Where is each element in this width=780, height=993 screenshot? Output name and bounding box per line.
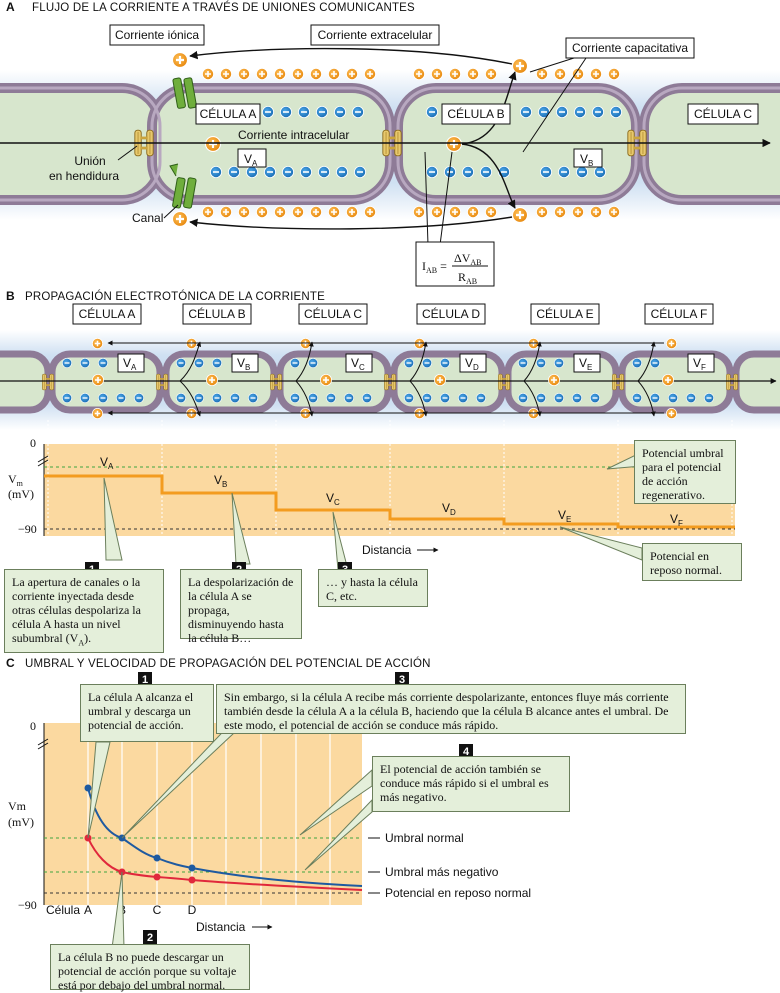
gap-junction-label-2: en hendidura [49, 169, 119, 183]
panel-b-potential-curve [44, 474, 735, 529]
svg-text:1: 1 [142, 674, 148, 686]
capacitive-ion [512, 58, 528, 74]
axis-break-icon [37, 738, 49, 750]
panel-c-title: UMBRAL Y VELOCIDAD DE PROPAGACIÓN DEL PO… [25, 657, 431, 670]
svg-text:CÉLULA A: CÉLULA A [200, 106, 257, 121]
svg-text:ΔVAB: ΔVAB [454, 251, 482, 267]
panel-b-membranes [0, 350, 780, 414]
ion-channel-bottom-icon [169, 163, 197, 209]
intracellular-ion [205, 136, 221, 152]
panel-a-title: FLUJO DE LA CORRIENTE A TRAVÉS DE UNIONE… [32, 1, 415, 14]
panel-c-y90: −90 [18, 898, 37, 912]
intracellular-current-label: Corriente intracelular [238, 128, 349, 142]
panel-b-v-labels: VA VB VC VD VE VF [117, 353, 715, 373]
capacitive-ion [512, 207, 528, 223]
panel-b-distance-label: Distancia [362, 543, 412, 557]
step-badge-c4: 4 [459, 744, 473, 758]
svg-text:IAB =: IAB = [422, 259, 447, 275]
panel-b-ylabel: Vm [8, 472, 24, 488]
panel-b: B PROPAGACIÓN ELECTROTÓNICA DE LA CORRIE… [0, 289, 780, 576]
note-c1: La célula A alcanza el umbral y descarga… [80, 684, 214, 742]
ionic-current-ion [172, 211, 188, 227]
red-curve [87, 837, 363, 891]
svg-text:VB: VB [580, 152, 593, 168]
threshold-note: Potencial umbral para el potencial de ac… [634, 440, 736, 504]
resting-note: Potencial en reposo normal. [642, 543, 742, 581]
current-arrows [0, 47, 771, 230]
resting-label: Potencial en reposo normal [385, 886, 531, 900]
iab-formula: IAB = ΔVAB RAB [415, 151, 495, 287]
panel-c-y0: 0 [30, 719, 36, 733]
more-negative-label: Umbral más negativo [385, 865, 499, 879]
panel-c-letter: C [6, 656, 15, 670]
svg-text:Corriente iónica: Corriente iónica [115, 28, 199, 42]
svg-text:CÉLULA B: CÉLULA B [447, 106, 504, 121]
gap-junction-pointer [117, 145, 138, 161]
svg-text:Corriente extracelular: Corriente extracelular [318, 28, 433, 42]
note-b1: La apertura de canales o la corriente in… [4, 569, 164, 653]
channel-pointer [163, 204, 179, 219]
svg-text:VA: VA [244, 152, 258, 168]
cell-a-label: CÉLULA A [79, 306, 136, 321]
blue-curve [87, 787, 363, 887]
svg-text:RAB: RAB [458, 270, 477, 286]
panel-b-letter: B [6, 289, 15, 303]
x-tick-d: D [188, 903, 197, 917]
panel-b-title: PROPAGACIÓN ELECTROTÓNICA DE LA CORRIENT… [25, 290, 325, 303]
gap-junction-label-1: Unión [74, 154, 105, 168]
note-c2: La célula B no puede descargar un potenc… [50, 944, 250, 992]
panel-c-distance-label: Distancia [196, 920, 246, 934]
step-badge-c3: 3 [395, 672, 409, 686]
ionic-current-ion [172, 52, 188, 68]
intracellular-ion [446, 136, 462, 152]
panel-c-yunit: (mV) [8, 815, 34, 829]
note-b2: La despolarización de la célula A se pro… [180, 569, 302, 645]
cell-e-label: CÉLULA E [536, 306, 593, 321]
cell-c-label: CÉLULA C [687, 103, 759, 125]
axis-break-icon [37, 455, 49, 467]
cell-a-label: CÉLULA A [195, 103, 261, 125]
note-b3: … y hasta la célula C, etc. [318, 569, 428, 607]
ionic-current-label: Corriente iónica [109, 24, 205, 46]
note-c4: El potencial de acción también se conduc… [372, 756, 570, 812]
svg-text:4: 4 [463, 746, 470, 758]
panel-a-letter: A [6, 0, 15, 14]
svg-text:3: 3 [399, 674, 405, 686]
svg-text:2: 2 [147, 932, 153, 944]
panel-b-callout-pointers [103, 451, 643, 571]
panel-c-ylabel: Vm [8, 799, 27, 813]
panel-c: C UMBRAL Y VELOCIDAD DE PROPAGACIÓN DEL … [6, 656, 531, 949]
panel-b-cell-labels: CÉLULA A CÉLULA B CÉLULA C CÉLULA D CÉLU… [72, 303, 714, 325]
panel-c-x-first: Célula [46, 903, 80, 917]
cell-c-label: CÉLULA C [304, 306, 362, 321]
panel-b-yunit: (mV) [8, 487, 34, 501]
panel-b-y0: 0 [30, 436, 36, 450]
capacitive-current-label: Corriente capacitativa [522, 37, 695, 153]
va-label: VA [237, 148, 267, 168]
cell-b-label: CÉLULA B [441, 103, 511, 125]
step-badge-c2: 2 [143, 930, 157, 944]
normal-threshold-label: Umbral normal [385, 831, 464, 845]
step-badge-c1: 1 [138, 672, 152, 686]
extracellular-current-label: Corriente extracelular [310, 24, 440, 46]
vb-label: VB [573, 148, 603, 168]
panel-a: A FLUJO DE LA CORRIENTE A TRAVÉS DE UNIO… [0, 0, 780, 287]
panel-b-y90: −90 [18, 522, 37, 536]
panel-c-gridlines [87, 723, 331, 905]
cell-f-label: CÉLULA F [651, 306, 708, 321]
x-tick-c: C [153, 903, 162, 917]
x-tick-a: A [84, 903, 92, 917]
cell-d-label: CÉLULA D [422, 306, 480, 321]
svg-text:CÉLULA C: CÉLULA C [694, 106, 752, 121]
svg-text:Corriente capacitativa: Corriente capacitativa [572, 41, 688, 55]
channel-label: Canal [132, 211, 163, 225]
cell-b-label: CÉLULA B [188, 306, 245, 321]
panel-c-callout-pointers [87, 717, 373, 949]
note-c3: Sin embargo, si la célula A recibe más c… [216, 684, 686, 734]
panel-b-current-loops [107, 340, 664, 417]
